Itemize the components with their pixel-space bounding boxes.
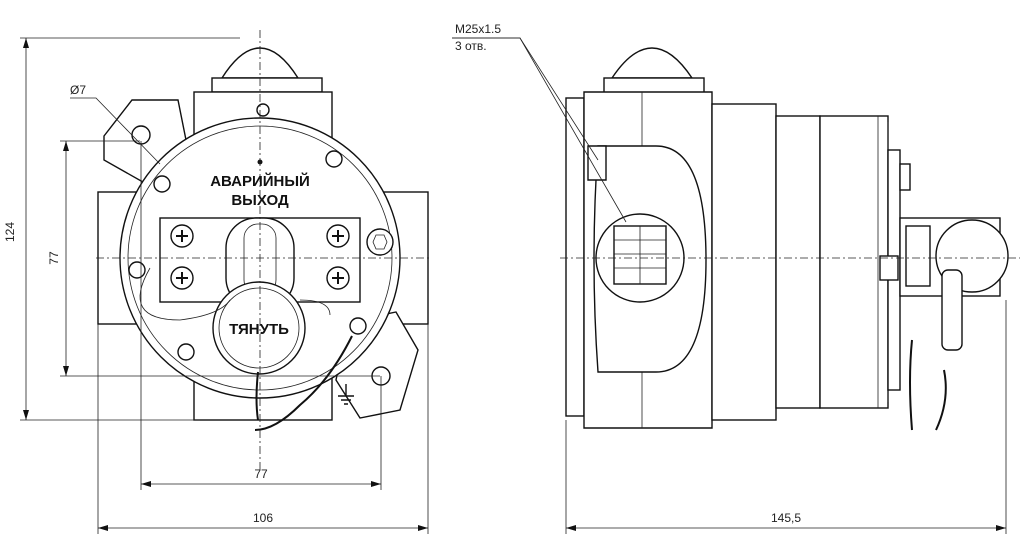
dim-hole-diameter: Ø7: [70, 83, 86, 97]
front-cover-side: [565, 97, 585, 417]
lamp-dome-side: [610, 47, 694, 79]
housing-section-2: [775, 115, 821, 409]
ground-icon: [338, 384, 354, 405]
side-view: [560, 47, 1020, 431]
front-view: АВАРИЙНЫЙ ВЫХОД ТЯНУТЬ: [96, 30, 430, 470]
dim-height-mount: 77: [47, 251, 61, 265]
dim-width-total: 106: [253, 511, 273, 525]
housing-section-3: [819, 115, 889, 409]
screw-icon: [177, 343, 195, 361]
chain: [254, 335, 353, 431]
label-emergency-exit-line2: ВЫХОД: [231, 192, 289, 209]
centerline: [96, 30, 430, 470]
pull-ring-side: [941, 269, 963, 351]
plate-screws: [128, 103, 394, 361]
dim-width-mount: 77: [254, 467, 268, 481]
lamp-base: [211, 77, 323, 93]
dim-height-total: 124: [3, 222, 17, 242]
side-dimensions: M25x1.5 3 отв. 145,5: [452, 22, 1007, 534]
pull-ring: [212, 281, 306, 375]
screw-icon: [349, 317, 367, 335]
dim-thread-spec: M25x1.5: [455, 22, 501, 36]
terminal-screws: [170, 224, 350, 290]
dim-thread-count: 3 отв.: [455, 39, 487, 53]
housing-section-1: [711, 103, 777, 421]
screw-icon: [128, 261, 146, 279]
screw-icon: [256, 103, 270, 117]
hex-bolt-icon: [366, 228, 394, 256]
label-pull: ТЯНУТЬ: [229, 321, 289, 338]
front-dimensions: Ø7 124 77 77 106: [3, 37, 429, 534]
screw-icon: [153, 175, 171, 193]
screw-icon: [325, 150, 343, 168]
dim-depth-total: 145,5: [771, 511, 801, 525]
chain-side: [909, 339, 947, 431]
